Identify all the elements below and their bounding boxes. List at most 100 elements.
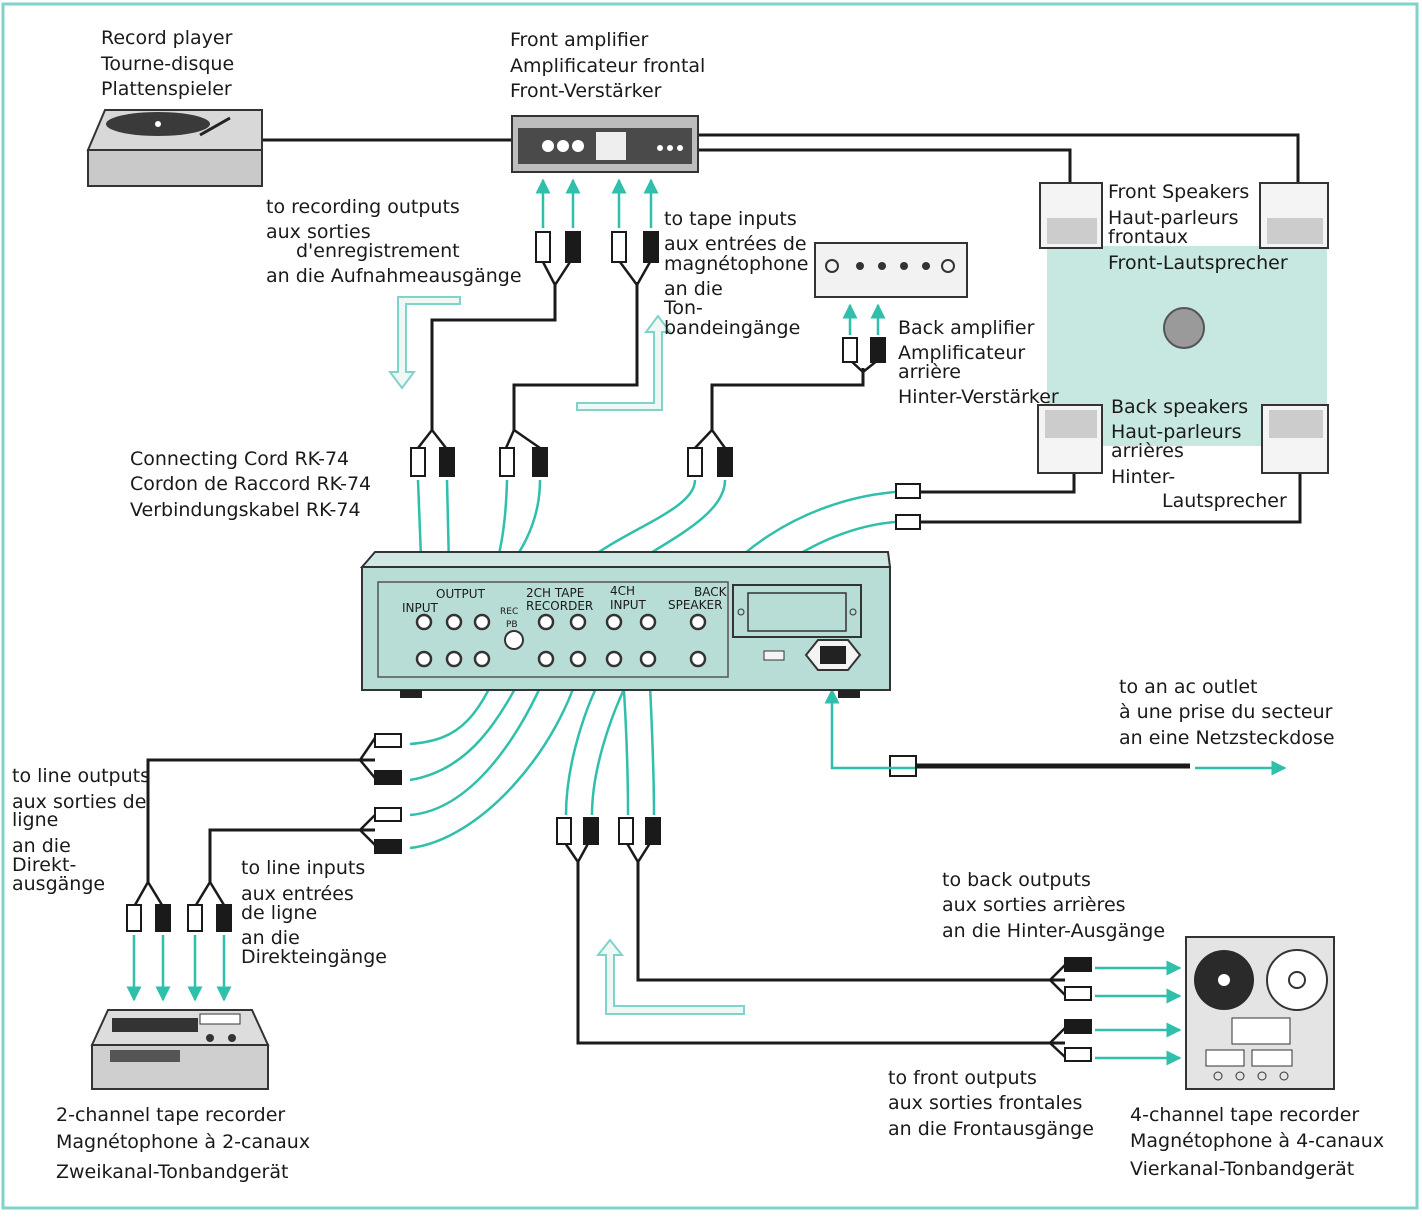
plug	[187, 904, 203, 932]
label-back-amp: Back amplifierAmplificateurarrièreHinter…	[898, 317, 1059, 408]
cable-back-speaker-left	[920, 470, 1076, 494]
label-line: to recording outputs	[266, 196, 460, 218]
label-line: Direkt-	[12, 854, 76, 876]
label-line: Direkteingänge	[241, 946, 387, 968]
panel-label-back-2: SPEAKER	[668, 598, 722, 612]
label-line: Record player	[101, 27, 233, 49]
plug	[374, 807, 402, 822]
label-line: an eine Netzsteckdose	[1119, 727, 1335, 749]
label-line: an die Frontausgänge	[888, 1118, 1094, 1140]
plug	[1064, 986, 1092, 1001]
label-line: magnétophone	[664, 253, 808, 275]
label-line: arrière	[898, 361, 961, 383]
flow-arrow-up-back	[595, 938, 745, 1015]
label-line: Front-Lautsprecher	[1108, 252, 1288, 274]
label-line: to back outputs	[942, 869, 1091, 891]
label-line: Haut-parleurs	[1111, 421, 1242, 443]
label-line: aux sorties arrières	[942, 894, 1126, 916]
label-line: d'enregistrement	[296, 240, 460, 262]
plug	[565, 231, 581, 263]
front-amplifier-device	[511, 115, 699, 173]
label-line: ausgänge	[12, 873, 105, 895]
label-line: Connecting Cord RK-74	[130, 448, 349, 470]
label-line: Cordon de Raccord RK-74	[130, 473, 371, 495]
plug	[532, 447, 548, 477]
label-back-speakers: Back speakersHaut-parleursarrièresHinter…	[1111, 396, 1287, 512]
plug	[583, 817, 599, 845]
panel-label-4ch-1: 4CH	[610, 584, 635, 598]
label-line: frontaux	[1108, 226, 1188, 248]
cable-line-outputs	[146, 758, 375, 882]
label-line: aux entrées	[241, 883, 354, 905]
plug	[618, 817, 634, 845]
cable-back-speaker-right	[920, 470, 1302, 524]
label-line: Vierkanal-Tonbandgerät	[1130, 1158, 1354, 1180]
cable-back-outputs	[636, 860, 1065, 982]
plug	[556, 817, 572, 845]
label-line: Magnétophone à 4-canaux	[1130, 1130, 1384, 1152]
tape-recorder-4ch-device	[1185, 936, 1335, 1090]
cable-back-amp	[710, 368, 865, 430]
panel-label-pb: PB	[506, 620, 518, 630]
label-line: Tourne-disque	[100, 53, 234, 75]
cable-tape-inputs	[512, 282, 639, 430]
label-line: to tape inputs	[664, 208, 797, 230]
label-line: Front Speakers	[1108, 181, 1249, 203]
text-labels: Record playerTourne-disquePlattenspieler…	[12, 27, 1384, 1183]
panel-label-4ch-2: INPUT	[610, 598, 647, 612]
label-front-speakers: Front SpeakersHaut-parleursfrontauxFront…	[1108, 181, 1288, 274]
tape-recorder-2ch-device	[90, 1009, 270, 1090]
plug	[499, 447, 515, 477]
label-line: an die	[241, 927, 300, 949]
label-line: Lautsprecher	[1162, 490, 1287, 512]
y-splits	[133, 261, 1066, 1058]
plug	[717, 447, 733, 477]
label-line: Amplificateur frontal	[510, 55, 705, 77]
panel-label-output: OUTPUT	[436, 587, 486, 601]
cables	[146, 133, 1302, 1045]
label-line: Ton-	[663, 297, 703, 319]
plug	[870, 337, 886, 363]
label-back-outputs: to back outputs aux sorties arrières an di…	[942, 869, 1165, 942]
plug	[374, 770, 402, 785]
panel-label-back-1: BACK	[694, 585, 728, 599]
flow-arrow-down	[388, 296, 461, 390]
label-line: Amplificateur	[898, 342, 1025, 364]
jacks	[415, 613, 707, 668]
label-line: Verbindungskabel RK-74	[130, 499, 361, 521]
label-line: an die	[664, 278, 723, 300]
back-speaker-right	[1261, 404, 1329, 474]
plug	[1064, 1019, 1092, 1034]
plug	[1064, 957, 1092, 972]
plug	[155, 904, 171, 932]
label-line: Front-Verstärker	[510, 80, 662, 102]
label-line: an die Hinter-Ausgänge	[942, 920, 1165, 942]
label-line: Plattenspieler	[101, 78, 232, 100]
label-line: an die	[12, 835, 71, 857]
plug	[895, 514, 921, 530]
label-line: Back amplifier	[898, 317, 1035, 339]
plugs	[126, 231, 1092, 1062]
cable-amp-front-speaker-right	[698, 133, 1300, 188]
plug	[895, 483, 921, 499]
back-amplifier-device	[814, 242, 968, 298]
plug	[374, 733, 402, 748]
label-line: arrières	[1111, 440, 1184, 462]
label-line: aux sorties de	[12, 791, 146, 813]
plug	[535, 231, 551, 263]
label-line: Hinter-Verstärker	[898, 386, 1059, 408]
label-line: 4-channel tape recorder	[1130, 1104, 1359, 1126]
label-line: Zweikanal-Tonbandgerät	[56, 1161, 288, 1183]
label-line: 2-channel tape recorder	[56, 1104, 285, 1126]
